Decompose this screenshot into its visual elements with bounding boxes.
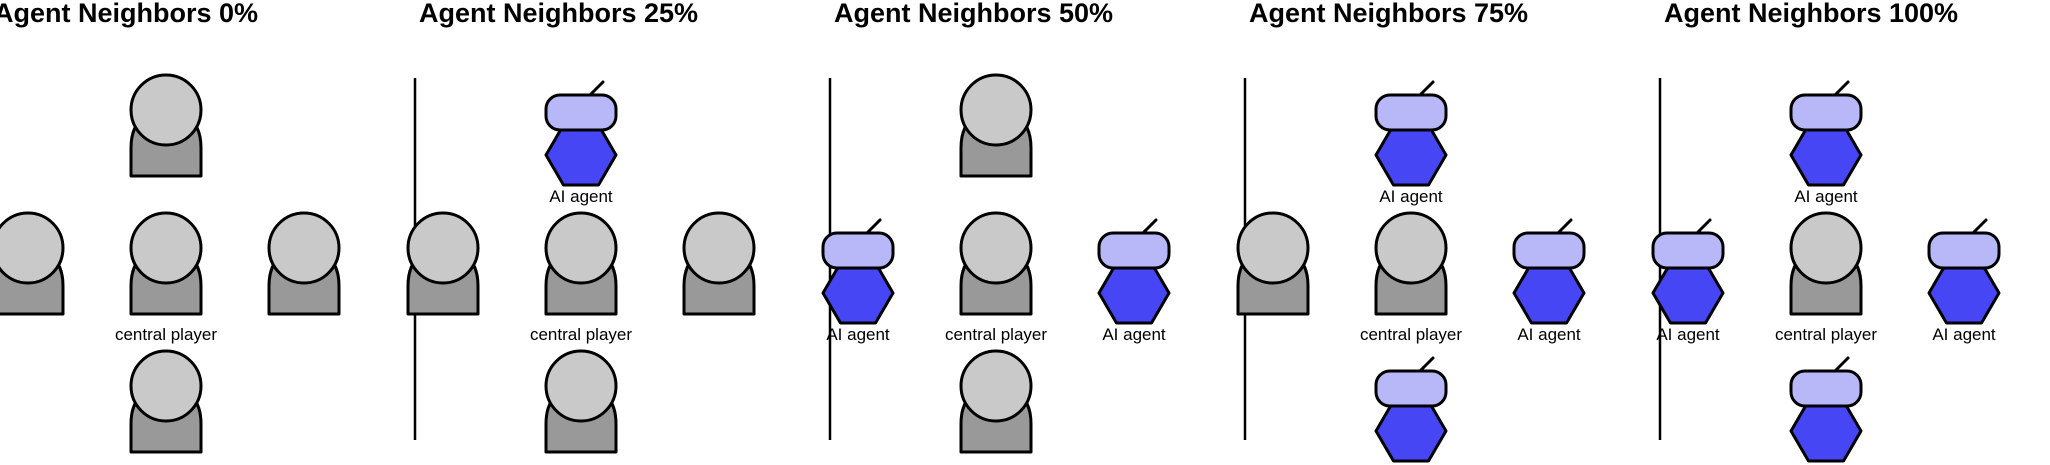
node-label: central player <box>115 325 217 344</box>
panel-title: Agent Neighbors 50% <box>834 0 1113 28</box>
agent-bottom: AI agent <box>1374 356 1448 465</box>
panel-title: Agent Neighbors 0% <box>0 0 258 28</box>
person-icon <box>1789 211 1863 316</box>
player-top <box>959 73 1033 178</box>
node-label: central player <box>945 325 1047 344</box>
player-center: central player <box>1775 211 1877 344</box>
node-label: central player <box>1775 325 1877 344</box>
node-label: AI agent <box>549 187 613 206</box>
agent-right: AI agent <box>1097 218 1171 344</box>
panel-title: Agent Neighbors 25% <box>419 0 698 28</box>
person-icon <box>129 73 203 178</box>
panel-1: Agent Neighbors 25% AI agent central playe… <box>406 0 756 454</box>
panel-4: Agent Neighbors 100% AI agent AI agent cent… <box>1651 0 2001 465</box>
agent-right: AI agent <box>1512 218 1586 344</box>
player-center: central player <box>945 211 1047 344</box>
player-center: central player <box>530 211 632 344</box>
agent-left: AI agent <box>1651 218 1725 344</box>
player-center: central player <box>115 211 217 344</box>
person-icon <box>129 349 203 454</box>
panel-title: Agent Neighbors 100% <box>1664 0 1958 28</box>
player-left <box>0 211 65 316</box>
agent-top: AI agent <box>1374 80 1448 206</box>
player-bottom <box>959 349 1033 454</box>
panel-3: Agent Neighbors 75% AI agent central playe… <box>1236 0 1586 465</box>
person-icon <box>406 211 480 316</box>
person-icon <box>544 211 618 316</box>
agent-top: AI agent <box>1789 80 1863 206</box>
person-icon <box>267 211 341 316</box>
robot-agent-icon <box>544 80 618 187</box>
agent-left: AI agent <box>821 218 895 344</box>
person-icon <box>959 211 1033 316</box>
person-icon <box>959 349 1033 454</box>
node-label: AI agent <box>1794 187 1858 206</box>
player-top <box>129 73 203 178</box>
robot-agent-icon <box>821 218 895 325</box>
person-icon <box>682 211 756 316</box>
person-icon <box>0 211 65 316</box>
player-right <box>267 211 341 316</box>
robot-agent-icon <box>1927 218 2001 325</box>
node-label: AI agent <box>1932 325 1996 344</box>
person-icon <box>1236 211 1310 316</box>
player-left <box>1236 211 1310 316</box>
person-icon <box>544 349 618 454</box>
panel-2: Agent Neighbors 50% AI agent central playe… <box>821 0 1171 454</box>
robot-agent-icon <box>1097 218 1171 325</box>
node-label: AI agent <box>1517 325 1581 344</box>
robot-agent-icon <box>1512 218 1586 325</box>
player-left <box>406 211 480 316</box>
robot-agent-icon <box>1651 218 1725 325</box>
agent-bottom: AI agent <box>1789 356 1863 465</box>
node-label: AI agent <box>1379 463 1443 465</box>
person-icon <box>959 73 1033 178</box>
agent-top: AI agent <box>544 80 618 206</box>
player-bottom <box>129 349 203 454</box>
player-bottom <box>544 349 618 454</box>
robot-agent-icon <box>1374 80 1448 187</box>
person-icon <box>129 211 203 316</box>
node-label: AI agent <box>826 325 890 344</box>
player-right <box>682 211 756 316</box>
player-center: central player <box>1360 211 1462 344</box>
node-label: AI agent <box>1379 187 1443 206</box>
agent-right: AI agent <box>1927 218 2001 344</box>
panel-0: Agent Neighbors 0% central player <box>0 0 341 454</box>
panel-title: Agent Neighbors 75% <box>1249 0 1528 28</box>
node-label: AI agent <box>1794 463 1858 465</box>
node-label: central player <box>530 325 632 344</box>
node-label: central player <box>1360 325 1462 344</box>
robot-agent-icon <box>1789 80 1863 187</box>
node-label: AI agent <box>1102 325 1166 344</box>
robot-agent-icon <box>1374 356 1448 463</box>
node-label: AI agent <box>1656 325 1720 344</box>
robot-agent-icon <box>1789 356 1863 463</box>
person-icon <box>1374 211 1448 316</box>
